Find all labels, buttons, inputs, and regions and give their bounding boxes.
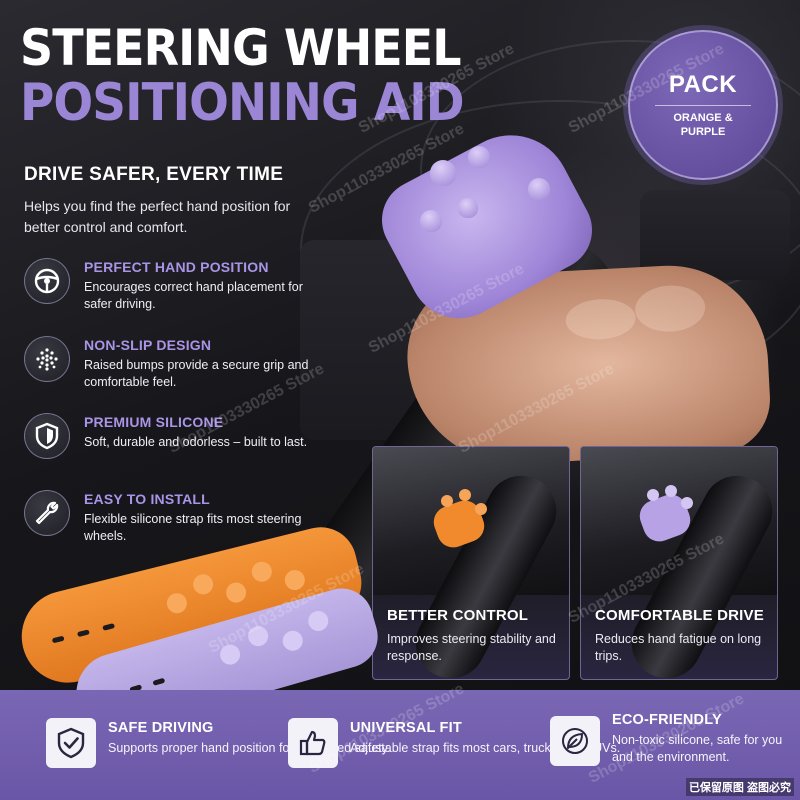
headline-line-1: STEERING WHEEL (20, 19, 462, 77)
panel-title: COMFORTABLE DRIVE (595, 607, 764, 624)
grip-bump (681, 497, 693, 509)
grip-bump (430, 160, 456, 186)
panel-comfortable-drive: COMFORTABLE DRIVE Reduces hand fatigue o… (580, 446, 778, 680)
grip-bump (528, 178, 550, 200)
grip-bump (458, 198, 478, 218)
knuckle-highlight (634, 283, 707, 334)
shield-icon (24, 413, 70, 459)
bottom-feature-text: Non-toxic silicone, safe for you and the… (612, 733, 783, 764)
pack-badge: PACK ORANGE & PURPLE (628, 30, 778, 180)
strap-bump (305, 608, 331, 634)
feature-perfect-hand-position: PERFECT HAND POSITION Encourages correct… (24, 258, 324, 313)
shield-check-icon (46, 718, 96, 768)
thumbs-up-icon (288, 718, 338, 768)
strap-bump (249, 559, 274, 584)
feature-title: PREMIUM SILICONE (84, 414, 224, 430)
headline-line-2: POSITIONING AID (20, 73, 465, 133)
feature-text: Raised bumps provide a secure grip and c… (84, 358, 309, 389)
steering-wheel-icon (24, 258, 70, 304)
dots-grip-icon (24, 336, 70, 382)
leaf-icon (550, 716, 600, 766)
pack-badge-divider (655, 105, 751, 106)
grip-bump (665, 485, 677, 497)
strap-bump (280, 628, 306, 654)
panel-text: Improves steering stability and response… (387, 632, 556, 663)
strap-bump (223, 580, 249, 605)
feature-title: EASY TO INSTALL (84, 491, 210, 507)
copyright-note: 已保留原图 盗图必究 (685, 778, 794, 796)
headline: STEERING WHEEL POSITIONING AID (20, 22, 513, 132)
grip-bump (420, 210, 442, 232)
grip-bump (441, 495, 453, 507)
feature-easy-to-install: EASY TO INSTALL Flexible silicone strap … (24, 490, 324, 545)
knuckle-highlight (564, 297, 637, 342)
pack-badge-subtitle: ORANGE & PURPLE (673, 112, 733, 138)
feature-text: Flexible silicone strap fits most steeri… (84, 512, 302, 543)
bottom-feature-title: SAFE DRIVING (108, 720, 214, 736)
pack-badge-title: PACK (668, 71, 738, 98)
bottom-feature-bar: SAFE DRIVING Supports proper hand positi… (0, 690, 800, 800)
grip-bump (475, 503, 487, 515)
feature-title: NON-SLIP DESIGN (84, 337, 212, 353)
tagline-text: Helps you find the perfect hand position… (24, 198, 291, 235)
strap-slot (76, 629, 90, 638)
strap-bump (164, 591, 190, 616)
feature-non-slip-design: NON-SLIP DESIGN Raised bumps provide a s… (24, 336, 324, 391)
grip-bump (459, 489, 471, 501)
grip-bump (468, 146, 490, 168)
strap-slot (102, 623, 116, 631)
grip-bump (647, 489, 659, 501)
panel-title: BETTER CONTROL (387, 607, 529, 624)
feature-premium-silicone: PREMIUM SILICONE Soft, durable and odorl… (24, 413, 324, 459)
feature-text: Encourages correct hand placement for sa… (84, 280, 303, 311)
panel-text: Reduces hand fatigue on long trips. (595, 632, 762, 663)
bottom-feature-title: ECO-FRIENDLY (612, 712, 722, 728)
tagline: DRIVE SAFER, EVERY TIME Helps you find t… (24, 164, 304, 238)
feature-text: Soft, durable and odorless – built to la… (84, 435, 308, 449)
strap-bump (191, 572, 216, 597)
bottom-feature-eco-friendly: ECO-FRIENDLY Non-toxic silicone, safe fo… (550, 698, 800, 766)
bottom-feature-title: UNIVERSAL FIT (350, 720, 462, 736)
panel-better-control: BETTER CONTROL Improves steering stabili… (372, 446, 570, 680)
strap-slot (152, 677, 166, 686)
tagline-heading: DRIVE SAFER, EVERY TIME (24, 164, 284, 185)
strap-slot (51, 635, 65, 644)
dashboard-vent (300, 240, 410, 440)
wrench-icon (24, 490, 70, 536)
feature-title: PERFECT HAND POSITION (84, 259, 269, 275)
